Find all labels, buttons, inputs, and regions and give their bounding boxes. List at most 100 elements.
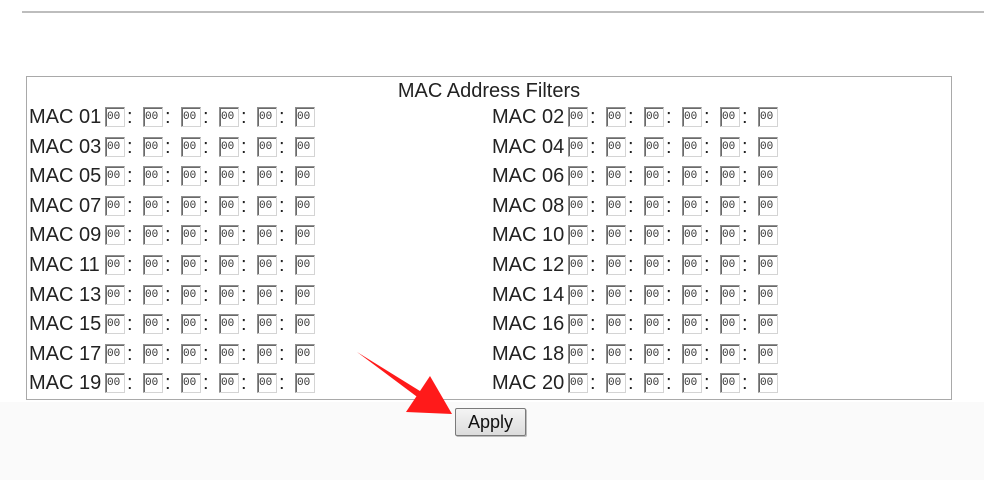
mac-octet-input[interactable] [105,107,125,127]
mac-octet-input[interactable] [606,343,626,364]
mac-octet-input[interactable] [568,136,588,157]
mac-octet-input[interactable] [257,343,277,364]
mac-octet-input[interactable] [720,343,740,364]
mac-octet-input[interactable] [720,166,740,187]
mac-octet-input[interactable] [105,166,125,187]
mac-octet-input[interactable] [720,136,740,157]
mac-octet-input[interactable] [682,225,702,246]
mac-octet-input[interactable] [568,166,588,187]
mac-octet-input[interactable] [295,255,315,275]
mac-octet-input[interactable] [295,136,315,157]
mac-octet-input[interactable] [644,255,664,275]
mac-octet-input[interactable] [720,107,740,127]
mac-octet-input[interactable] [682,284,702,305]
mac-octet-input[interactable] [219,195,239,216]
mac-octet-input[interactable] [105,225,125,246]
mac-octet-input[interactable] [143,166,163,187]
mac-octet-input[interactable] [606,166,626,187]
mac-octet-input[interactable] [219,255,239,275]
mac-octet-input[interactable] [219,136,239,157]
mac-octet-input[interactable] [682,136,702,157]
mac-octet-input[interactable] [758,314,778,335]
mac-octet-input[interactable] [219,166,239,187]
mac-octet-input[interactable] [295,343,315,364]
mac-octet-input[interactable] [105,136,125,157]
mac-octet-input[interactable] [143,136,163,157]
mac-octet-input[interactable] [219,225,239,246]
mac-octet-input[interactable] [682,195,702,216]
mac-octet-input[interactable] [758,136,778,157]
mac-octet-input[interactable] [143,343,163,364]
mac-octet-input[interactable] [181,136,201,157]
mac-octet-input[interactable] [682,166,702,187]
mac-octet-input[interactable] [181,284,201,305]
mac-octet-input[interactable] [758,343,778,364]
mac-octet-input[interactable] [644,166,664,187]
mac-octet-input[interactable] [295,284,315,305]
mac-octet-input[interactable] [143,314,163,335]
mac-octet-input[interactable] [257,284,277,305]
mac-octet-input[interactable] [568,343,588,364]
mac-octet-input[interactable] [257,166,277,187]
mac-octet-input[interactable] [181,107,201,127]
mac-octet-input[interactable] [682,343,702,364]
mac-octet-input[interactable] [568,195,588,216]
mac-octet-input[interactable] [644,136,664,157]
mac-octet-input[interactable] [606,314,626,335]
mac-octet-input[interactable] [143,107,163,127]
mac-octet-input[interactable] [644,314,664,335]
mac-octet-input[interactable] [295,225,315,246]
mac-octet-input[interactable] [143,255,163,275]
mac-octet-input[interactable] [758,255,778,275]
mac-octet-input[interactable] [143,373,163,394]
mac-octet-input[interactable] [105,343,125,364]
mac-octet-input[interactable] [568,373,588,394]
mac-octet-input[interactable] [568,225,588,246]
mac-octet-input[interactable] [606,107,626,127]
mac-octet-input[interactable] [606,195,626,216]
mac-octet-input[interactable] [606,284,626,305]
mac-octet-input[interactable] [181,255,201,275]
mac-octet-input[interactable] [644,225,664,246]
mac-octet-input[interactable] [219,107,239,127]
mac-octet-input[interactable] [219,314,239,335]
mac-octet-input[interactable] [720,195,740,216]
mac-octet-input[interactable] [682,373,702,394]
mac-octet-input[interactable] [606,373,626,394]
mac-octet-input[interactable] [257,107,277,127]
mac-octet-input[interactable] [720,314,740,335]
mac-octet-input[interactable] [181,166,201,187]
mac-octet-input[interactable] [758,225,778,246]
mac-octet-input[interactable] [568,107,588,127]
mac-octet-input[interactable] [257,314,277,335]
mac-octet-input[interactable] [181,373,201,394]
mac-octet-input[interactable] [682,107,702,127]
mac-octet-input[interactable] [606,136,626,157]
mac-octet-input[interactable] [720,373,740,394]
mac-octet-input[interactable] [181,225,201,246]
mac-octet-input[interactable] [758,195,778,216]
mac-octet-input[interactable] [105,195,125,216]
mac-octet-input[interactable] [105,255,125,275]
mac-octet-input[interactable] [105,284,125,305]
mac-octet-input[interactable] [720,284,740,305]
apply-button[interactable]: Apply [455,408,526,436]
mac-octet-input[interactable] [105,373,125,394]
mac-octet-input[interactable] [644,284,664,305]
mac-octet-input[interactable] [568,314,588,335]
mac-octet-input[interactable] [219,284,239,305]
mac-octet-input[interactable] [257,373,277,394]
mac-octet-input[interactable] [257,136,277,157]
mac-octet-input[interactable] [758,166,778,187]
mac-octet-input[interactable] [682,314,702,335]
mac-octet-input[interactable] [295,107,315,127]
mac-octet-input[interactable] [295,314,315,335]
mac-octet-input[interactable] [758,284,778,305]
mac-octet-input[interactable] [295,373,315,394]
mac-octet-input[interactable] [105,314,125,335]
mac-octet-input[interactable] [219,343,239,364]
mac-octet-input[interactable] [606,255,626,275]
mac-octet-input[interactable] [644,373,664,394]
mac-octet-input[interactable] [682,255,702,275]
mac-octet-input[interactable] [568,255,588,275]
